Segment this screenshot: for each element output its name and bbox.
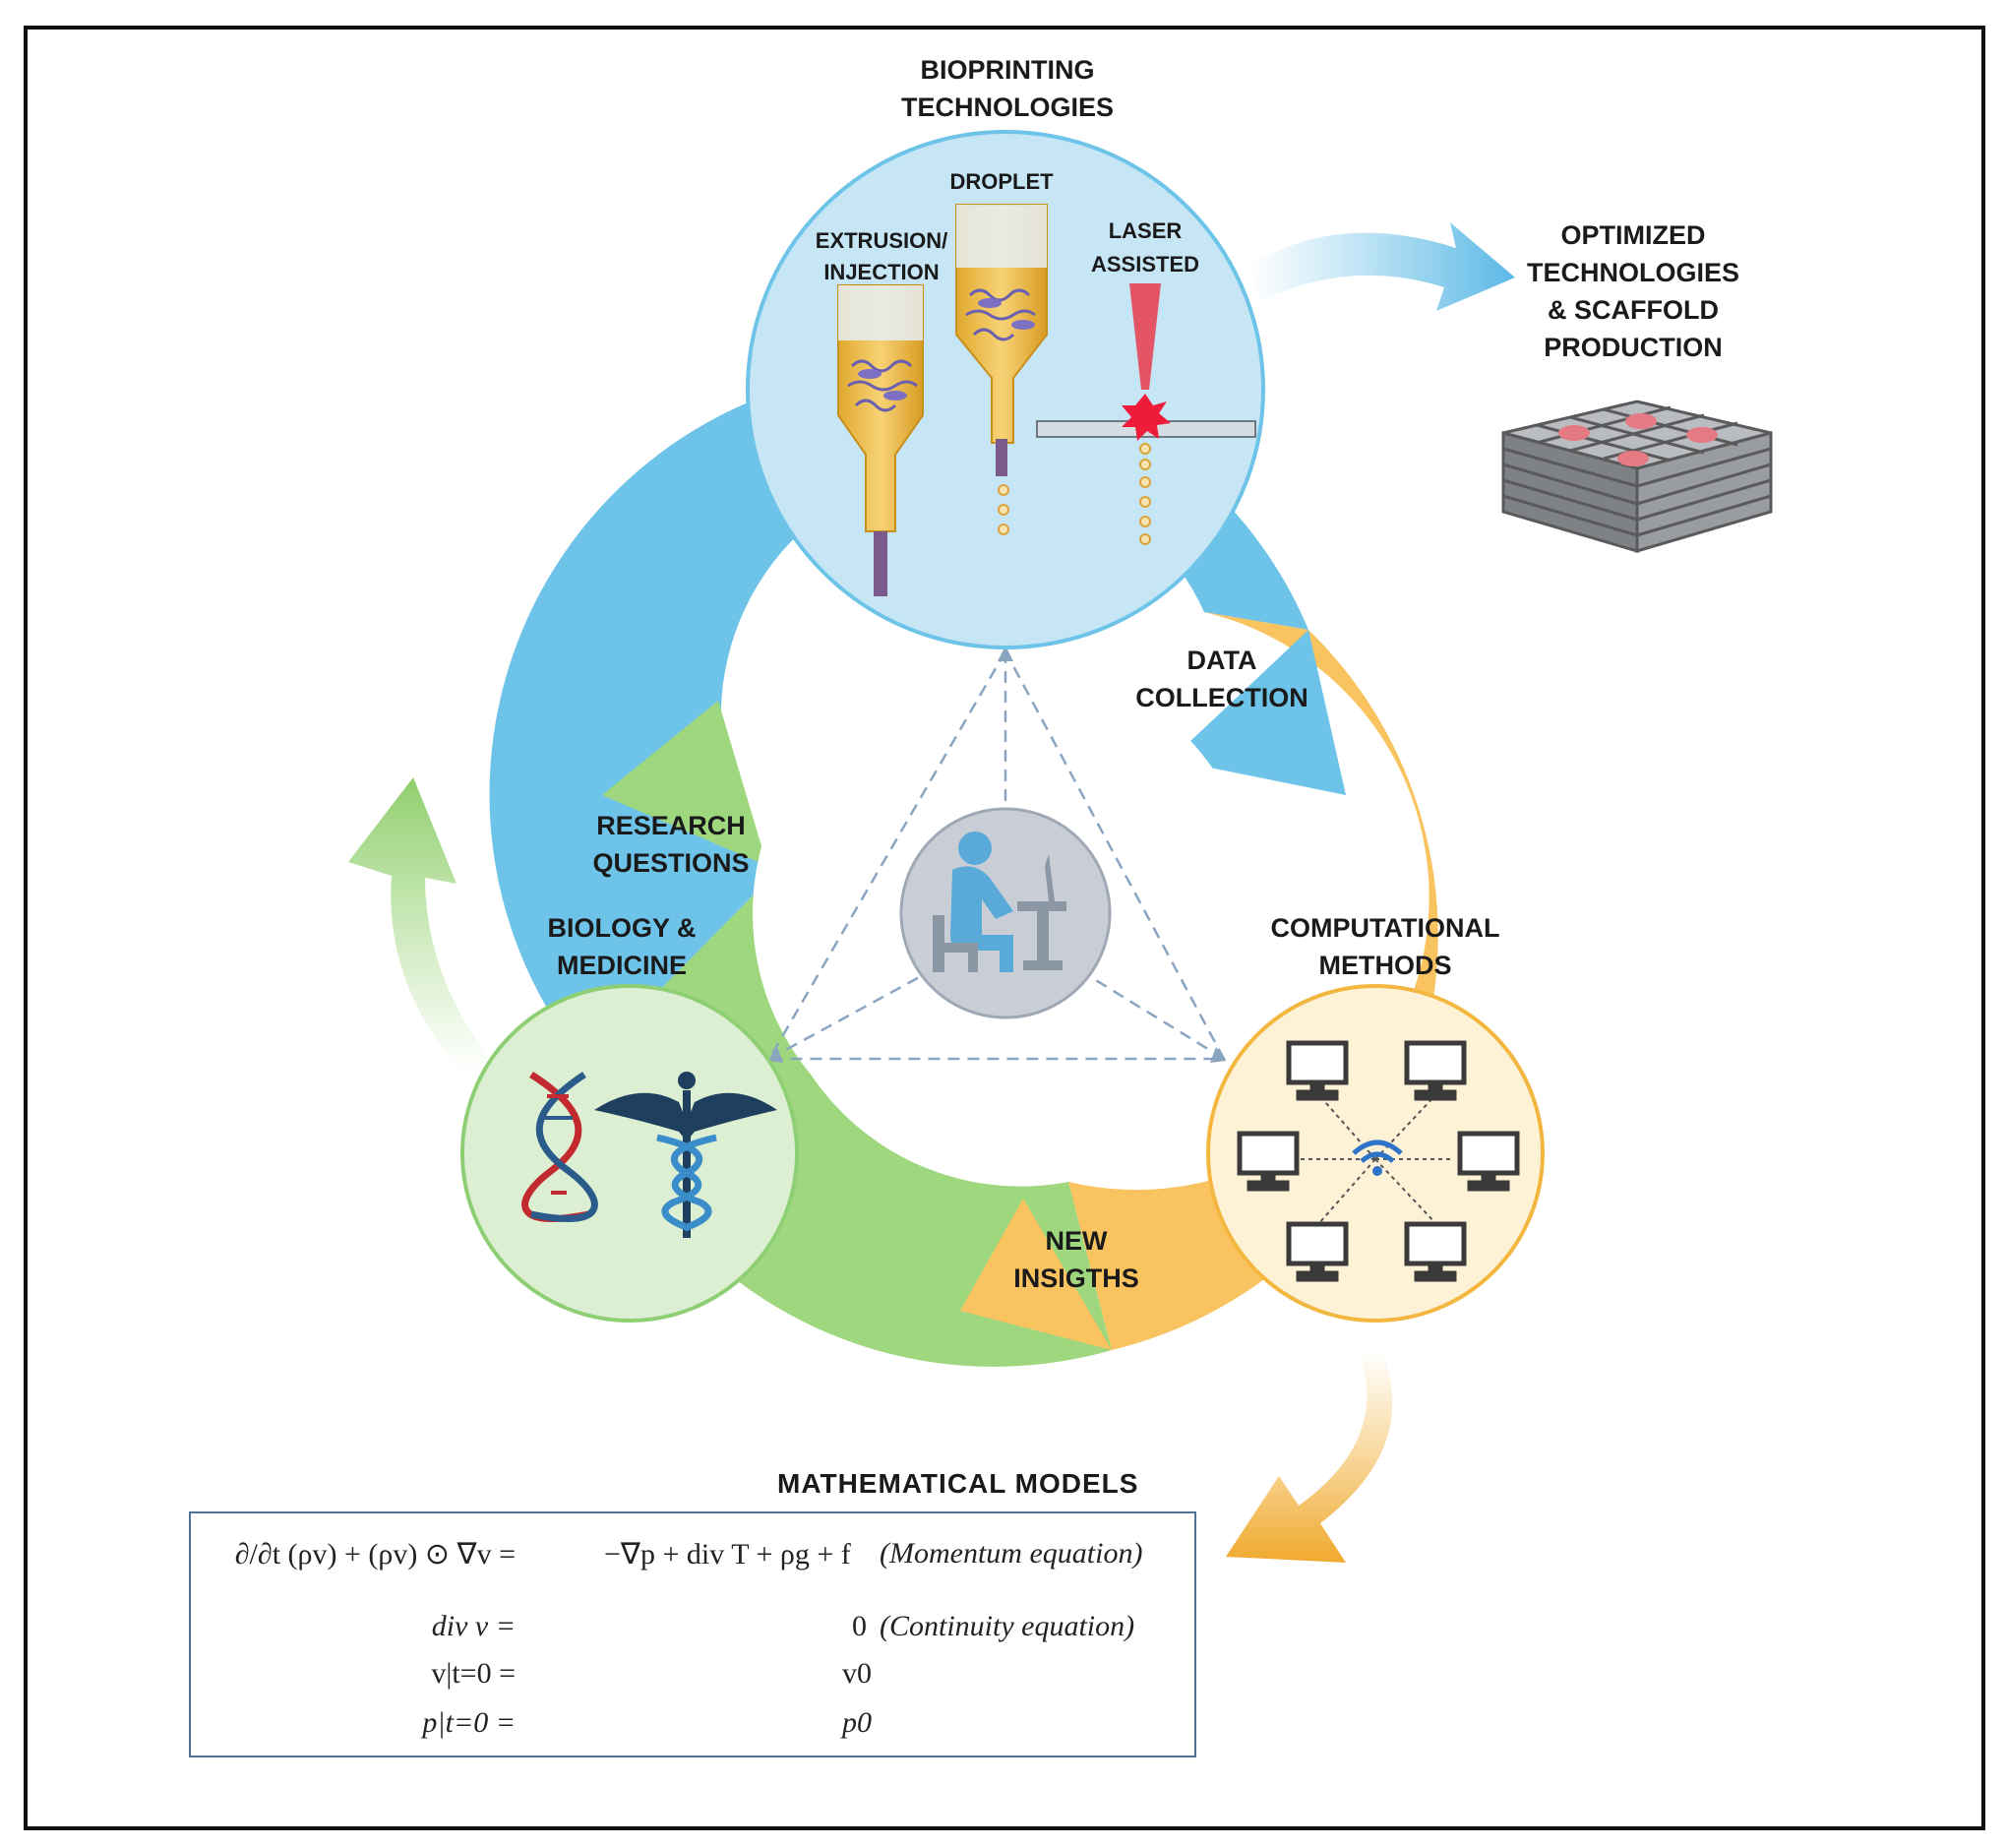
- math-models-box: ∂/∂t (ρv) + (ρv) ⊙ ∇v = −∇p + div T + ρg…: [189, 1511, 1196, 1757]
- extrusion-syringe-icon: [837, 284, 924, 596]
- biology-circle: [460, 984, 799, 1323]
- research-questions-line1: RESEARCH: [596, 811, 746, 840]
- momentum-name: (Momentum equation): [880, 1537, 1143, 1570]
- v-init-lhs: v|t=0 =: [431, 1657, 516, 1690]
- data-collection-line2: COLLECTION: [1135, 683, 1308, 712]
- continuity-lhs: div v =: [431, 1610, 516, 1642]
- laser-droplets: [1139, 443, 1151, 545]
- orange-arrowhead: [960, 1199, 1112, 1350]
- orange-outer-arrow: [1226, 1350, 1393, 1563]
- new-insights-line2: INSIGTHS: [1013, 1263, 1139, 1293]
- bioprinting-title-line1: BIOPRINTING: [920, 55, 1094, 85]
- continuity-rhs: 0: [852, 1610, 867, 1642]
- computational-line1: COMPUTATIONAL: [1271, 913, 1500, 943]
- droplet-label: DROPLET: [949, 169, 1054, 194]
- dashed-triangle: [766, 648, 1227, 1061]
- computational-line2: METHODS: [1319, 951, 1452, 980]
- extrusion-label-line1: EXTRUSION/: [816, 228, 947, 253]
- biology-line1: BIOLOGY &: [547, 913, 696, 943]
- bioprinting-title-line2: TECHNOLOGIES: [901, 92, 1114, 122]
- biology-line2: MEDICINE: [557, 951, 687, 980]
- figure-border: [24, 26, 1985, 1830]
- math-models-title: MATHEMATICAL MODELS: [777, 1468, 1139, 1499]
- triangle-vertex-right: [1210, 1047, 1226, 1063]
- ring-blue-segment: [489, 368, 1308, 1066]
- triangle-vertex-left: [767, 1047, 783, 1063]
- optimized-line1: OPTIMIZED: [1561, 220, 1706, 250]
- dna-icon: [521, 1072, 598, 1222]
- blue-arrowhead: [1171, 630, 1346, 795]
- scaffold-cells: [1558, 413, 1718, 466]
- laser-label-line1: LASER: [1109, 218, 1183, 243]
- data-collection-line1: DATA: [1187, 646, 1257, 675]
- wifi-icon: [1352, 1140, 1403, 1176]
- research-questions-line2: QUESTIONS: [592, 848, 749, 878]
- laser-icon: [1036, 283, 1256, 441]
- researcher-icon: [899, 807, 1112, 1019]
- p-init-lhs: p|t=0 =: [422, 1706, 516, 1739]
- scaffold-icon: [1501, 400, 1773, 554]
- new-insights-line1: NEW: [1046, 1226, 1109, 1256]
- optimized-line4: PRODUCTION: [1544, 333, 1723, 362]
- momentum-rhs: −∇p + div T + ρg + f: [604, 1538, 851, 1571]
- optimized-line3: & SCAFFOLD: [1548, 295, 1719, 325]
- optimized-line2: TECHNOLOGIES: [1527, 258, 1739, 287]
- blue-outer-arrow: [1249, 222, 1515, 311]
- v-init-rhs: v0: [842, 1657, 872, 1690]
- green-arrowhead: [602, 701, 767, 866]
- p-init-rhs: p0: [842, 1706, 872, 1739]
- laser-label-line2: ASSISTED: [1091, 252, 1199, 277]
- caduceus-icon: [594, 1072, 777, 1238]
- triangle-vertex-top: [998, 646, 1013, 661]
- droplet-syringe-icon: [955, 204, 1048, 476]
- momentum-lhs: ∂/∂t (ρv) + (ρv) ⊙ ∇v =: [234, 1538, 516, 1571]
- network-lines: [1297, 1093, 1454, 1225]
- continuity-name: (Continuity equation): [880, 1610, 1135, 1642]
- droplets: [998, 484, 1009, 535]
- green-outer-arrow: [348, 777, 492, 1073]
- computer-icons: [1237, 1040, 1520, 1282]
- extrusion-label-line2: INJECTION: [823, 260, 939, 284]
